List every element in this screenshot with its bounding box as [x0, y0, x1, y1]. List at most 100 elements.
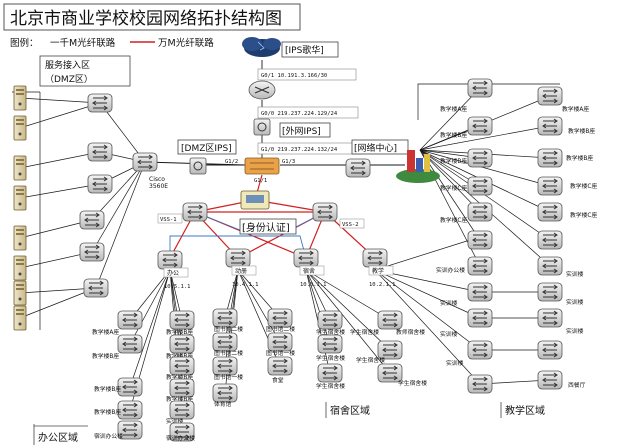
dmz-ips-box: [DMZ区IPS] — [177, 139, 237, 155]
teach-access: 教学楼A座 教学楼A座 教学楼B座 教学楼B座 教学楼B座 教学楼B座 教学楼C… — [436, 78, 597, 394]
core-port-right: G1/3 — [282, 159, 295, 165]
office-switch-label: 教学楼B座 — [92, 352, 119, 360]
dmz-ips-device — [189, 157, 207, 175]
title-block: 北京市商业学校校园网络拓扑结构图 — [3, 3, 301, 31]
dmz-switch — [87, 142, 113, 162]
router-address-text: G0/0 219.237.224.129/24 — [261, 111, 338, 117]
auth-server — [240, 190, 270, 210]
access-switch — [537, 148, 563, 168]
cisco-3560e — [132, 152, 158, 172]
access-switch — [537, 202, 563, 222]
dorm-access: 学生宿舍楼 学生宿舍楼 学生宿舍楼 学生宿舍楼 教师宿舍楼 学生宿舍楼 学生宿舍… — [316, 310, 427, 390]
vss-2-switch — [312, 202, 338, 222]
dmz-zone-subtitle: （DMZ区） — [45, 74, 93, 85]
dist-dorm-name: 宿舍 — [303, 267, 315, 275]
access-switch — [117, 334, 143, 354]
dorm-switch-label: 学生宿舍楼 — [316, 328, 345, 336]
server-icon — [13, 255, 27, 281]
server-icon — [13, 280, 27, 306]
teach-switch-label: 西餐厅 — [568, 381, 586, 389]
dorm-switch-label: 教师宿舍楼 — [396, 328, 425, 336]
zone-dorm: 宿舍区域 — [325, 402, 370, 418]
access-switch — [537, 340, 563, 360]
access-switch — [467, 116, 493, 136]
teach-switch-label: 教学楼C座 — [440, 216, 467, 224]
access-switch — [267, 332, 293, 352]
auth-box: [身份认证] — [239, 218, 297, 235]
wan-ips-label: [外网IPS] — [282, 125, 321, 137]
ips-isp-label: [IPS歌华] — [285, 44, 324, 56]
cisco-label-2: 3560E — [149, 183, 168, 190]
dorm-switch-label: 学生宿舍楼 — [316, 354, 345, 362]
isp-address-text: G0/1 10.191.3.166/30 — [261, 73, 327, 79]
access-switch — [467, 256, 493, 276]
teach-switch-label: 教学楼C座 — [570, 182, 597, 190]
wan-address: G1/0 219.237.224.132/24 — [257, 142, 363, 155]
dmz-switch — [83, 278, 109, 298]
legend-gigabit: 一千M光纤联路 — [50, 37, 116, 49]
dmz-ips-label: [DMZ区IPS] — [181, 143, 232, 154]
access-switch — [467, 176, 493, 196]
access-switch — [537, 370, 563, 390]
zone-dorm-label: 宿舍区域 — [330, 404, 370, 417]
access-switch — [467, 78, 493, 98]
access-switch — [169, 356, 195, 376]
core-port-bottom: G1/1 — [254, 178, 267, 184]
access-switch — [212, 308, 238, 328]
server-icon — [13, 115, 27, 141]
ips-isp-box: [IPS歌华] — [281, 41, 339, 58]
teach-switch-label: 实训办公楼 — [436, 266, 465, 274]
vss-2-tag: VSS-2 — [339, 218, 365, 229]
admin-switch-label: 食堂 — [272, 376, 284, 384]
admin-switch-label: 图书馆二楼 — [214, 325, 243, 333]
office-switch-label: 教学楼B座 — [94, 385, 121, 393]
access-switch — [537, 308, 563, 328]
dmz-switch — [87, 93, 113, 113]
page-title: 北京市商业学校校园网络拓扑结构图 — [10, 9, 282, 29]
access-switch — [212, 383, 238, 403]
office-switch-label: 教学楼B座 — [166, 328, 193, 336]
server-icon — [13, 225, 27, 251]
teach-switch-label: 教学楼B座 — [440, 157, 467, 165]
dorm-switch-label: 学生宿舍楼 — [356, 356, 385, 364]
access-switch — [467, 308, 493, 328]
network-center-switch — [345, 158, 371, 178]
core-switch — [244, 157, 280, 175]
access-switch — [212, 332, 238, 352]
teach-switch-label: 实训楼 — [566, 298, 584, 306]
office-switch-label: 宿训办公楼 — [94, 432, 123, 440]
access-switch — [537, 116, 563, 136]
access-switch — [467, 340, 493, 360]
access-switch — [169, 400, 195, 420]
vss-1-tag: VSS-1 — [157, 213, 183, 224]
server-icon — [13, 305, 27, 331]
core-port-left: G1/2 — [225, 159, 238, 165]
legend-prefix: 图例： — [10, 37, 39, 49]
admin-switch-label: 体育馆 — [214, 400, 232, 408]
teach-switch-label: 教学楼A座 — [440, 105, 467, 113]
admin-switch-label: 图书馆一楼 — [214, 373, 243, 381]
dmz-switches — [79, 93, 113, 298]
router-address: G0/0 219.237.224.129/24 — [257, 106, 359, 119]
dist-switch — [157, 250, 183, 270]
teach-switch-label: 实训楼 — [566, 270, 584, 278]
office-switch-label: 实训楼 — [166, 417, 184, 425]
dist-teach: 教学 10.2.1.1 — [362, 248, 396, 288]
wan-ips-device — [253, 118, 271, 136]
isp-address: G0/1 10.191.3.166/30 — [257, 68, 357, 81]
network-center-building-icon — [396, 150, 440, 183]
dorm-switch-label: 学生宿舍楼 — [398, 379, 427, 387]
teach-switch-label: 教学楼B座 — [568, 127, 595, 135]
access-switch — [117, 400, 143, 420]
isp-cloud — [242, 37, 281, 57]
cisco-label-1: Cisco — [149, 176, 165, 183]
teach-switch-label: 实训楼 — [566, 327, 584, 335]
dmz-switch — [79, 242, 105, 262]
legend-tengig: 万M光纤联路 — [158, 37, 214, 49]
access-switch — [117, 310, 143, 330]
server-icon — [13, 185, 27, 211]
office-switch-label: 教学楼B座 — [166, 352, 193, 360]
office-switch-label: 宿训办公楼 — [166, 434, 195, 442]
access-switch — [267, 356, 293, 376]
